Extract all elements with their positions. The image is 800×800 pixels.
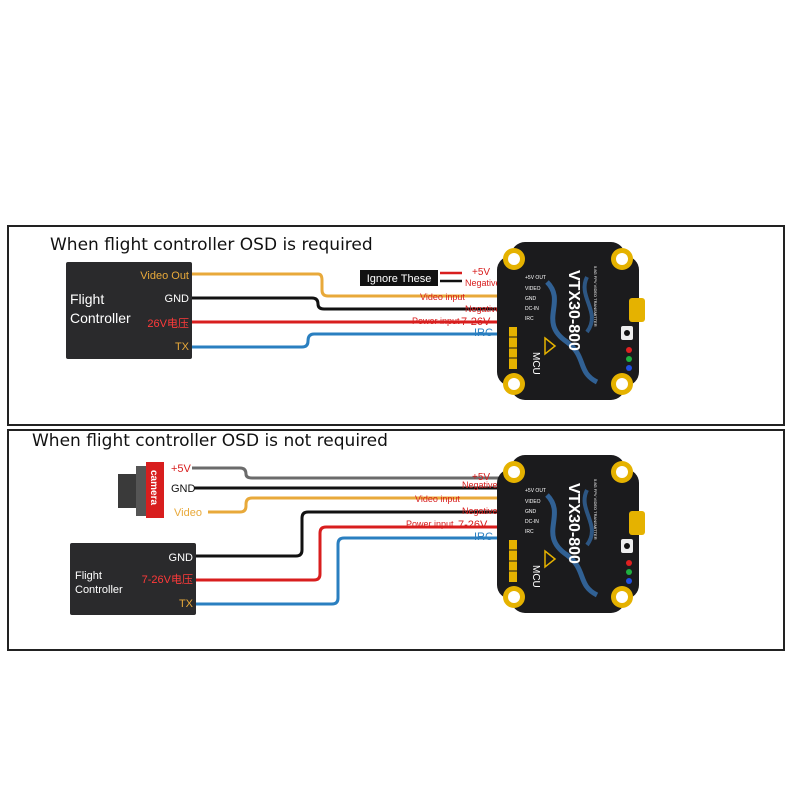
vtx-pcb-upper: [511, 455, 625, 613]
top-ignore-label: Ignore These: [367, 273, 432, 285]
top-ignore-group: Ignore These: [360, 270, 462, 286]
top-fc-name-line1: Flight: [70, 291, 104, 307]
top-fc-pin-video-out: Video Out: [140, 270, 189, 282]
bottom-fc-name-line1: Flight: [75, 570, 102, 582]
top-ignore-box: [360, 270, 438, 286]
bottom-label-plus5v: +5V: [472, 472, 490, 483]
vtx-button-dot: [624, 543, 630, 549]
vtx-hole-center: [508, 591, 520, 603]
vtx-warning-triangle: [544, 549, 557, 569]
vtx-pin-label: +5V OUT: [525, 275, 546, 281]
top-fc-pin-gnd: GND: [165, 293, 190, 305]
vtx-pin-label: DC-IN: [525, 519, 539, 525]
top-panel-border: [7, 225, 785, 426]
vtx-led-red: [626, 560, 632, 566]
top-label-plus5v: +5V: [472, 267, 490, 278]
top-wire-video: [192, 272, 500, 298]
camera-pin-plus5v: +5V: [171, 463, 192, 475]
vtx-pcb-upper: [511, 242, 625, 400]
bottom-vtx-board: +5V OUT VIDEO GND DC-IN IRC VTX30-800 5.…: [497, 455, 645, 613]
vtx-hole-center: [616, 253, 628, 265]
vtx-pin-label: VIDEO: [525, 286, 541, 292]
bottom-label-volt: 7-26V: [458, 519, 488, 531]
bottom-label-power: Power input: [406, 519, 454, 529]
vtx-blue-trace: [582, 489, 594, 547]
top-fc-pin-tx: TX: [175, 341, 190, 353]
vtx-hole-center: [508, 466, 520, 478]
top-panel: When flight controller OSD is required F…: [7, 225, 785, 426]
top-wire-tx: [192, 332, 500, 349]
vtx-connector: [629, 298, 645, 322]
bottom-label-video: Video input: [415, 494, 460, 504]
vtx-led-red: [626, 347, 632, 353]
vtx-pin-label: GND: [525, 509, 537, 515]
vtx-pin-label: VIDEO: [525, 499, 541, 505]
top-fc-pin-power: 26V电压: [147, 317, 189, 330]
vtx-blue-trace: [545, 493, 599, 598]
bottom-panel-title: When flight controller OSD is not requir…: [32, 431, 388, 451]
vtx-pin-label: DC-IN: [525, 306, 539, 312]
bottom-label-irc: IRC: [474, 531, 493, 543]
camera-pin-video: Video: [174, 507, 202, 519]
vtx-hole-center: [616, 466, 628, 478]
vtx-warning-triangle: [544, 336, 557, 356]
top-wire-gnd: [192, 296, 500, 311]
camera-label: camera: [148, 470, 159, 505]
vtx-led-blue: [626, 365, 632, 371]
top-label-volt: 7-26V: [461, 316, 491, 328]
vtx-model-label: VTX30-800: [565, 483, 582, 564]
bottom-fc-name-line2: Controller: [75, 584, 123, 596]
camera-lens: [118, 474, 136, 508]
vtx-sub-label: 5.8G FPV VIDEO TRANSMITTER: [593, 479, 598, 540]
vtx-hole-center: [616, 591, 628, 603]
vtx-hole-center: [508, 253, 520, 265]
vtx-hole-center: [508, 378, 520, 390]
bottom-wire-gnd-fc: [196, 510, 500, 558]
bottom-fc-pin-power: 7-26V电压: [142, 573, 193, 586]
top-label-power: Power input: [412, 316, 460, 326]
vtx-led-blue: [626, 578, 632, 584]
camera-pin-gnd: GND: [171, 483, 196, 495]
top-label-video: Video input: [420, 292, 465, 302]
camera-body: [136, 466, 146, 516]
vtx-pin-label: IRC: [525, 316, 534, 322]
vtx-hole-center: [616, 378, 628, 390]
vtx-blue-trace: [582, 276, 594, 334]
vtx-model-label: VTX30-800: [565, 270, 582, 351]
vtx-mcu-label: MCU: [530, 352, 541, 375]
vtx-connector: [629, 511, 645, 535]
bottom-fc-pin-tx: TX: [179, 598, 194, 610]
bottom-fc-pin-gnd: GND: [169, 552, 194, 564]
top-fc-body: [66, 262, 192, 359]
top-flight-controller: Flight Controller Video Out GND 26V电压 TX: [66, 262, 192, 359]
vtx-mcu-label: MCU: [530, 565, 541, 588]
vtx-pin-label: +5V OUT: [525, 488, 546, 494]
top-fc-name-line2: Controller: [70, 310, 131, 326]
top-label-irc: IRC: [474, 327, 493, 339]
bottom-wire-plus5v: [192, 466, 500, 480]
camera-label-bg: [146, 462, 164, 518]
vtx-led-green: [626, 569, 632, 575]
top-vtx-board: +5V OUT VIDEO GND DC-IN IRC VTX30-800 5.…: [497, 242, 645, 400]
vtx-button-dot: [624, 330, 630, 336]
bottom-fc-body: [70, 543, 196, 615]
top-panel-title: When flight controller OSD is required: [50, 235, 373, 255]
vtx-pin-label: GND: [525, 296, 537, 302]
vtx-blue-trace: [545, 280, 599, 385]
bottom-panel-border: [7, 429, 785, 651]
bottom-wire-video: [208, 496, 500, 514]
vtx-sub-label: 5.8G FPV VIDEO TRANSMITTER: [593, 266, 598, 327]
bottom-flight-controller: Flight Controller GND 7-26V电压 TX: [70, 543, 196, 615]
vtx-led-green: [626, 356, 632, 362]
bottom-camera: camera +5V GND Video: [118, 462, 202, 519]
vtx-pin-label: IRC: [525, 529, 534, 535]
bottom-panel: When flight controller OSD is not requir…: [7, 429, 785, 651]
bottom-wire-tx: [196, 536, 500, 606]
bottom-wire-power: [196, 525, 500, 582]
